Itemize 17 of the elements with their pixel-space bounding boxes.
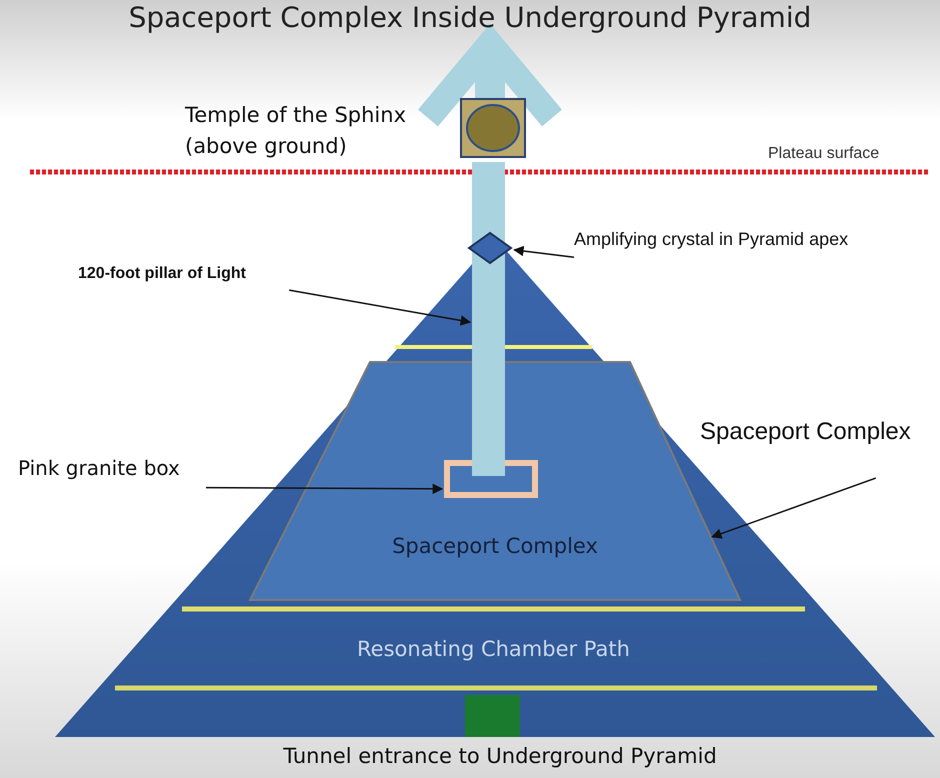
title: Spaceport Complex Inside Underground Pyramid xyxy=(128,0,812,36)
crystal-diamond xyxy=(468,232,512,264)
callout-text: Pink granite box xyxy=(18,454,218,482)
leader-line xyxy=(206,484,444,494)
callout-text: Amplifying crystal in Pyramid apex xyxy=(574,226,936,252)
leader-line xyxy=(711,477,876,539)
node-caption: Tunnel entrance to Underground Pyramid xyxy=(282,744,718,768)
node-label: Temple of the Sphinx (above ground) xyxy=(185,102,407,160)
callout-text: Spaceport Complex xyxy=(700,416,936,448)
band-label: Resonating Chamber Path xyxy=(182,616,805,682)
leader-line xyxy=(289,289,472,326)
leader-line xyxy=(513,246,574,258)
area-label: Spaceport Complex xyxy=(391,534,599,558)
surface-label: Plateau surface xyxy=(768,145,880,163)
tunnel-entrance xyxy=(465,695,520,737)
light-pillar xyxy=(472,162,505,476)
callout-text: 120-foot pillar of Light xyxy=(78,262,318,286)
